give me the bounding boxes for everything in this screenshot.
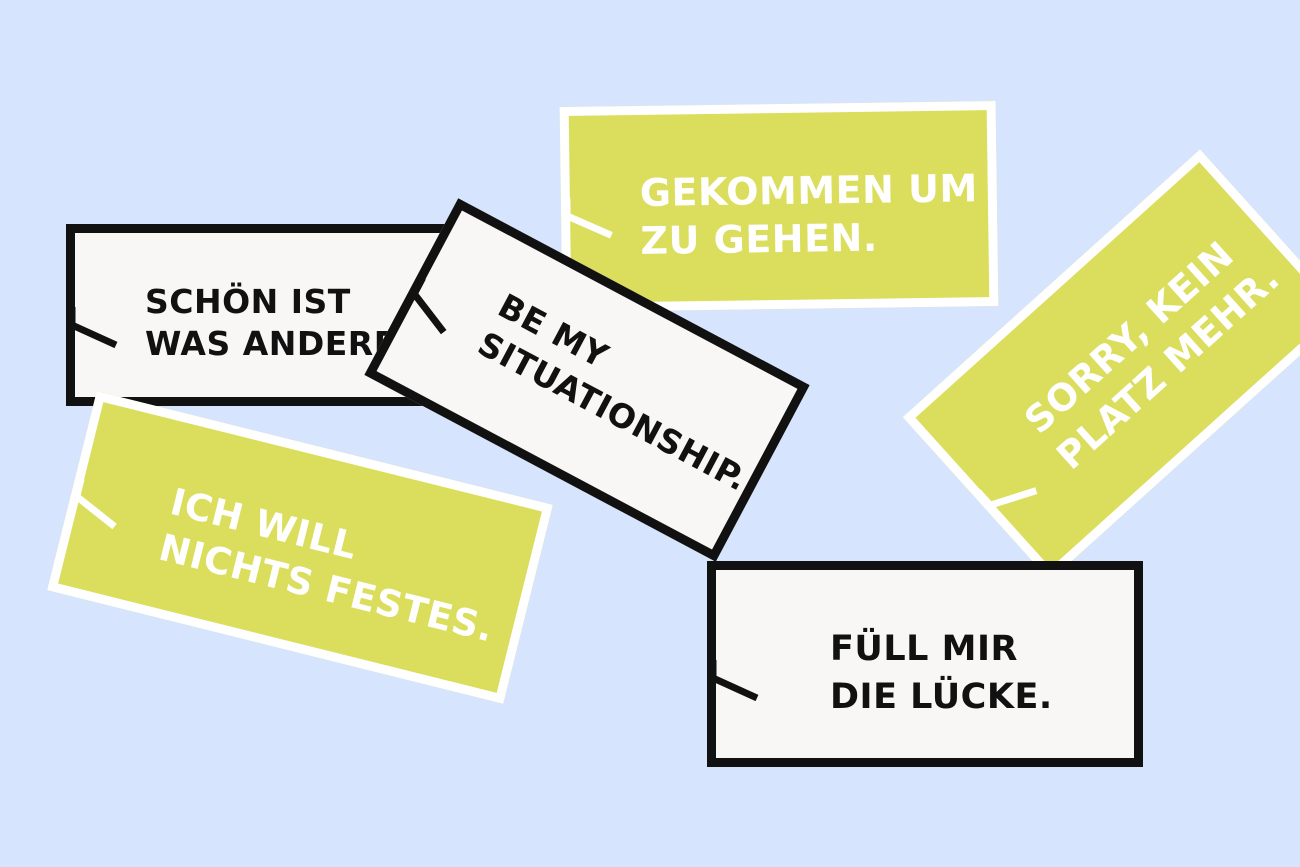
card-line-1: GEKOMMEN UM	[639, 166, 979, 215]
card-ich-will: ICH WILL NICHTS FESTES.	[47, 391, 553, 704]
corner-notch-mark	[68, 307, 118, 349]
card-text: SORRY, KEIN PLATZ MEHR.	[1015, 219, 1290, 480]
card-text: FÜLL MIR DIE LÜCKE.	[830, 625, 1053, 721]
card-text: ICH WILL NICHTS FESTES.	[154, 478, 510, 652]
card-line-2: ZU GEHEN.	[640, 215, 879, 263]
corner-notch-mark	[563, 197, 613, 239]
card-text: BE MY SITUATIONSHIP.	[471, 284, 775, 500]
card-line-1: SCHÖN IST	[145, 282, 351, 321]
corner-notch-mark	[975, 487, 1038, 510]
corner-notch-mark	[72, 478, 117, 530]
card-fuell: FÜLL MIR DIE LÜCKE.	[707, 561, 1143, 767]
card-gekommen: GEKOMMEN UM ZU GEHEN.	[559, 100, 999, 313]
card-line-2: DIE LÜCKE.	[830, 677, 1053, 717]
card-line-1: FÜLL MIR	[830, 629, 1018, 669]
corner-notch-mark	[709, 660, 759, 702]
card-text: GEKOMMEN UM ZU GEHEN.	[639, 164, 978, 265]
